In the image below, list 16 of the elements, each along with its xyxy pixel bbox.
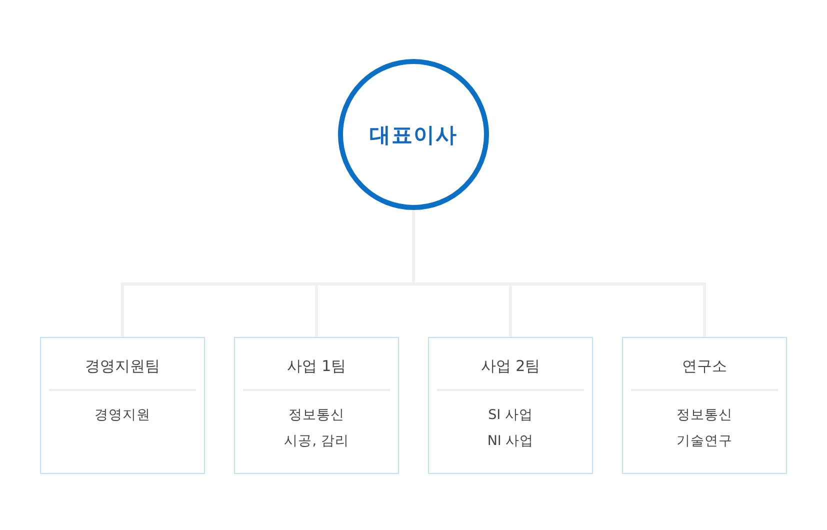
team-title: 사업 2팀 [480, 356, 542, 377]
duty-text: 기술연구 [676, 432, 734, 451]
duty-text: 정보통신 [676, 406, 734, 425]
duty-text: SI 사업 [487, 406, 534, 425]
role-title: 대표이사 [370, 122, 458, 148]
org-box [234, 337, 399, 474]
duty-text: 시공, 감리 [283, 432, 350, 451]
duty-text: NI 사업 [486, 432, 535, 451]
team-title: 경영지원팀 [84, 356, 161, 377]
org-box [428, 337, 593, 474]
team-title: 연구소 [681, 356, 728, 377]
team-title: 사업 1팀 [286, 356, 348, 377]
org-box [622, 337, 787, 474]
org-box [40, 337, 205, 474]
duty-text: 정보통신 [288, 406, 346, 425]
duty-text: 경영지원 [94, 406, 152, 425]
